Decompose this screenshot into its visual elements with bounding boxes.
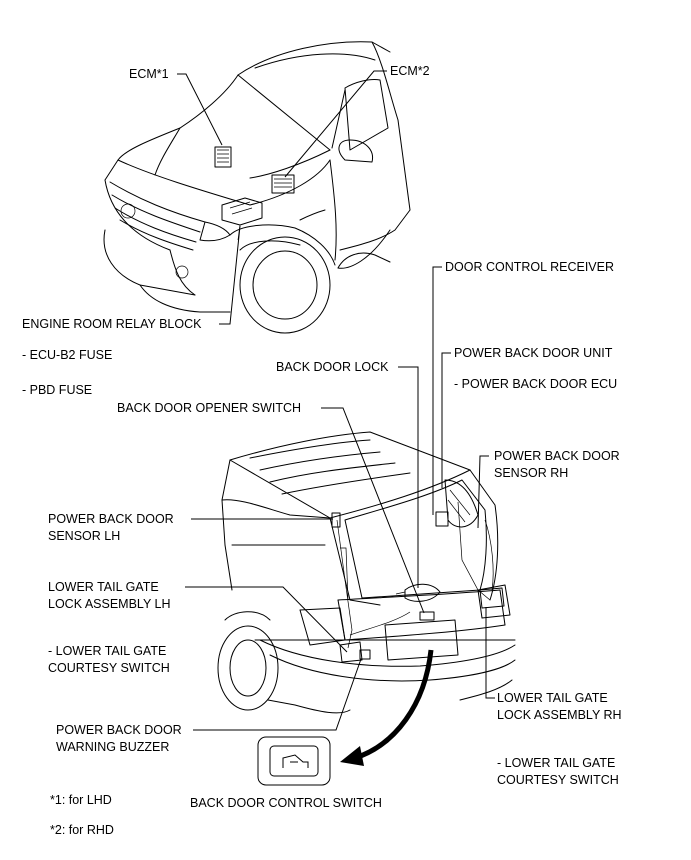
label-back-door-lock: BACK DOOR LOCK [276, 360, 389, 374]
label-courtesy-lh-line1: - LOWER TAIL GATE [48, 644, 166, 658]
label-sensor-lh-line1: POWER BACK DOOR [48, 512, 174, 526]
label-courtesy-lh-line2: COURTESY SWITCH [48, 661, 170, 675]
label-engine-room-relay-block: ENGINE ROOM RELAY BLOCK [22, 317, 202, 331]
label-lower-lock-lh-line1: LOWER TAIL GATE [48, 580, 159, 594]
label-back-door-control-switch: BACK DOOR CONTROL SWITCH [190, 796, 382, 810]
label-ecm1: ECM*1 [129, 67, 169, 81]
label-pbd-fuse: - PBD FUSE [22, 383, 92, 397]
front-vehicle-drawing [103, 41, 411, 334]
direction-arrow [340, 649, 434, 766]
labels: ECM*1 ECM*2 ENGINE ROOM RELAY BLOCK - EC… [22, 64, 622, 837]
footnote-lhd: *1: for LHD [50, 793, 112, 807]
label-ecm2: ECM*2 [390, 64, 430, 78]
label-sensor-rh-line2: SENSOR RH [494, 466, 568, 480]
label-courtesy-rh-line2: COURTESY SWITCH [497, 773, 619, 787]
label-back-door-opener-switch: BACK DOOR OPENER SWITCH [117, 401, 301, 415]
label-lower-lock-lh-line2: LOCK ASSEMBLY LH [48, 597, 171, 611]
label-power-back-door-ecu: - POWER BACK DOOR ECU [454, 377, 617, 391]
label-power-back-door-unit: POWER BACK DOOR UNIT [454, 346, 613, 360]
label-sensor-rh-line1: POWER BACK DOOR [494, 449, 620, 463]
label-warning-buzzer-line1: POWER BACK DOOR [56, 723, 182, 737]
back-door-control-switch-graphic [257, 736, 331, 786]
leader-lines [177, 70, 495, 731]
footnote-rhd: *2: for RHD [50, 823, 114, 837]
label-warning-buzzer-line2: WARNING BUZZER [56, 740, 169, 754]
rear-vehicle-drawing [217, 431, 516, 714]
label-ecu-b2-fuse: - ECU-B2 FUSE [22, 348, 112, 362]
label-courtesy-rh-line1: - LOWER TAIL GATE [497, 756, 615, 770]
label-door-control-receiver: DOOR CONTROL RECEIVER [445, 260, 614, 274]
label-lower-lock-rh-line2: LOCK ASSEMBLY RH [497, 708, 622, 722]
label-sensor-lh-line2: SENSOR LH [48, 529, 120, 543]
label-lower-lock-rh-line1: LOWER TAIL GATE [497, 691, 608, 705]
